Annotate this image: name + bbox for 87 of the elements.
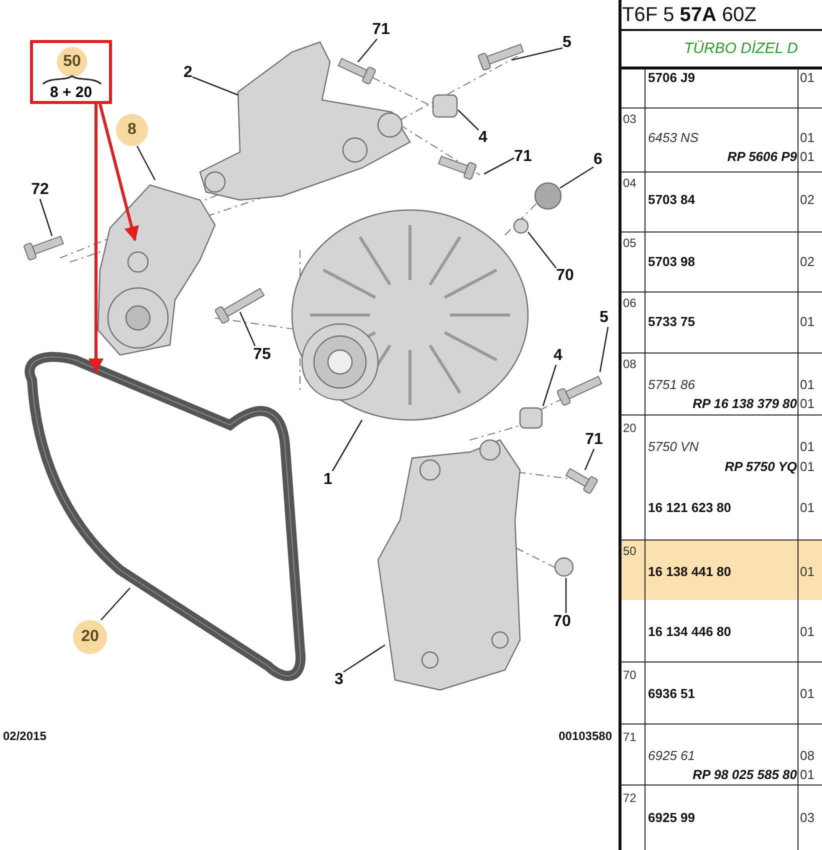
- quantity: 01: [800, 396, 814, 412]
- leader-line: [332, 420, 363, 472]
- quantity: 01: [800, 767, 814, 783]
- date-code: 02/2015: [3, 728, 46, 744]
- callout-number: 72: [31, 181, 49, 199]
- quantity: 03: [800, 810, 814, 826]
- part-number: 6925 99: [648, 810, 695, 826]
- leader-line: [565, 578, 567, 613]
- leader-line: [584, 448, 595, 470]
- leader-line: [484, 157, 514, 175]
- leader-line: [560, 166, 594, 189]
- item-number: 71: [623, 729, 636, 745]
- callout-number: 4: [554, 347, 562, 365]
- item-number: 72: [623, 790, 636, 806]
- arrow: [88, 104, 104, 374]
- quantity: 01: [800, 686, 814, 702]
- quantity: 01: [800, 564, 814, 580]
- part-number: 16 134 446 80: [648, 624, 732, 640]
- replacement-number: RP 5606 P9: [727, 149, 797, 165]
- replacement-number: RP 98 025 585 80: [692, 767, 797, 783]
- replacement-number: RP 16 138 379 80: [692, 396, 797, 412]
- leader-line: [192, 76, 238, 96]
- quantity: 01: [800, 70, 814, 86]
- leader-line: [542, 364, 557, 406]
- callout-number: 6: [594, 151, 602, 169]
- quantity: 01: [800, 130, 814, 146]
- leader-line: [239, 312, 256, 346]
- item-number: 70: [623, 667, 636, 683]
- leader-line: [527, 232, 557, 268]
- leader-line: [343, 644, 386, 673]
- callout-text: 8 + 20: [48, 85, 94, 101]
- item-number: 20: [623, 420, 636, 436]
- callout-number: 5: [600, 309, 608, 327]
- part-number: 5750 VN: [648, 439, 699, 455]
- replacement-number: RP 5750 YQ: [724, 459, 797, 475]
- callout-number: 50: [57, 47, 87, 77]
- leader-line: [599, 326, 609, 372]
- quantity: 01: [800, 149, 814, 165]
- item-number: 50: [623, 543, 636, 559]
- callout-number: 5: [562, 34, 572, 52]
- item-number: 08: [623, 356, 636, 372]
- leader-line: [39, 198, 53, 236]
- part-number: 6925 61: [648, 748, 695, 764]
- leader-line: [458, 110, 479, 130]
- part-number: 5733 75: [648, 314, 695, 330]
- callout-number: 70: [553, 613, 571, 631]
- callout-number: 70: [556, 267, 574, 285]
- callout-number: 20: [73, 620, 107, 654]
- callout-number: 75: [253, 346, 271, 364]
- table-header: TÜRBO DİZEL D: [684, 40, 798, 58]
- quantity: 08: [800, 748, 814, 764]
- quantity: 01: [800, 377, 814, 393]
- callout-number: 71: [372, 21, 390, 39]
- part-number: 16 121 623 80: [648, 500, 732, 516]
- table-title: T6F 5 57A 60Z: [622, 3, 757, 27]
- leader-line: [100, 588, 130, 620]
- callout-number: 1: [324, 471, 332, 489]
- leader-line: [136, 146, 156, 180]
- callout-number: 71: [585, 431, 603, 449]
- callout-number: 3: [334, 671, 344, 689]
- quantity: 02: [800, 192, 814, 208]
- item-number: 03: [623, 111, 636, 127]
- item-number: 04: [623, 175, 636, 191]
- leader-line: [358, 38, 378, 62]
- part-number: 5751 86: [648, 377, 695, 393]
- leader-line: [512, 47, 563, 61]
- callout-box: [30, 40, 112, 104]
- drawing-number: 00103580: [558, 728, 612, 744]
- quantity: 01: [800, 500, 814, 516]
- part-number: 6936 51: [648, 686, 695, 702]
- part-number: 5703 98: [648, 254, 695, 270]
- item-number: 06: [623, 295, 636, 311]
- quantity: 01: [800, 314, 814, 330]
- quantity: 01: [800, 439, 814, 455]
- callout-number: 71: [514, 148, 532, 166]
- callout-number: 4: [478, 129, 488, 147]
- arrow: [98, 104, 139, 242]
- part-number: 16 138 441 80: [648, 564, 732, 580]
- item-number: 05: [623, 235, 636, 251]
- part-number: 5706 J9: [648, 70, 695, 86]
- quantity: 01: [800, 459, 814, 475]
- part-number: 6453 NS: [648, 130, 699, 146]
- part-number: 5703 84: [648, 192, 695, 208]
- quantity: 02: [800, 254, 814, 270]
- quantity: 01: [800, 624, 814, 640]
- callout-number: 2: [184, 64, 192, 82]
- callout-number: 8: [116, 114, 148, 146]
